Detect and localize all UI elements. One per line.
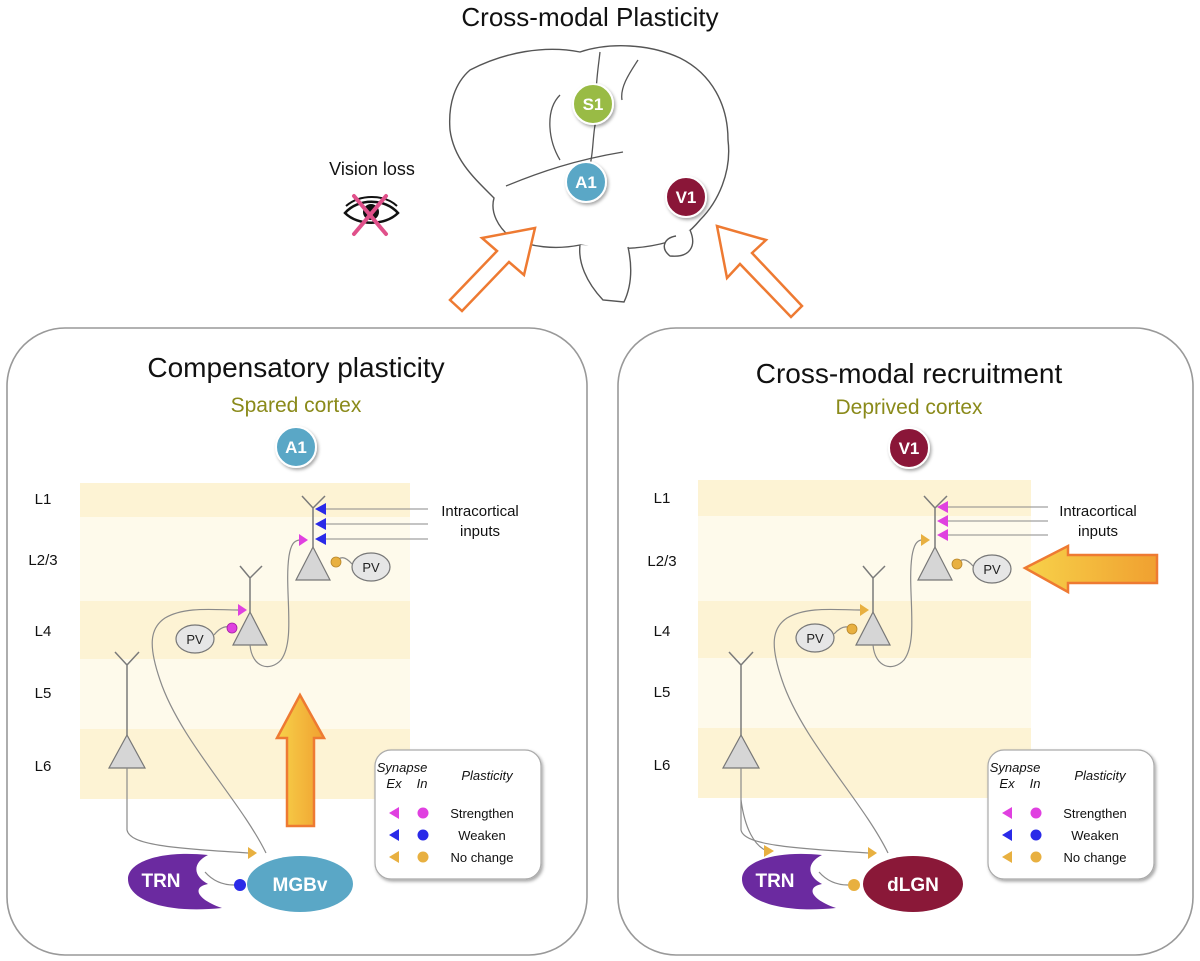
area-badge-v1: V1 (888, 427, 930, 469)
mgbv-nucleus: MGBv (247, 856, 353, 912)
svg-text:Ex: Ex (386, 776, 402, 791)
brain-outline (448, 45, 730, 303)
axon-thalamus-to-l4 (773, 608, 889, 854)
svg-text:Weaken: Weaken (458, 828, 505, 843)
panel-title: Cross-modal recruitment (756, 358, 1063, 389)
intracortical-inputs (315, 503, 428, 545)
area-badge-a1: A1 (275, 426, 317, 468)
svg-text:S1: S1 (583, 95, 604, 114)
svg-text:No change: No change (1064, 850, 1127, 865)
layer-label-l1: L1 (35, 491, 52, 508)
panel-subtitle: Deprived cortex (835, 396, 983, 419)
layer-label-l5: L5 (35, 685, 52, 702)
synapse-l6-to-thalamus (868, 847, 877, 859)
panel-title: Compensatory plasticity (147, 352, 444, 383)
arrow-right-to-brain (715, 224, 804, 319)
svg-text:Weaken: Weaken (1071, 828, 1118, 843)
legend-right: Synapse Ex In Plasticity Strengthen Weak… (987, 749, 1155, 880)
svg-text:TRN: TRN (755, 871, 794, 892)
svg-text:Synapse: Synapse (377, 760, 428, 775)
neuron-l23 (295, 495, 331, 581)
big-arrow-up (274, 692, 327, 828)
svg-text:Strengthen: Strengthen (1063, 806, 1127, 821)
arrow-left-to-brain (448, 226, 537, 313)
trn-nucleus: TRN (128, 853, 222, 910)
svg-text:dLGN: dLGN (887, 875, 939, 896)
panel-subtitle: Spared cortex (231, 394, 362, 417)
svg-text:PV: PV (983, 562, 1001, 577)
svg-text:Plasticity: Plasticity (461, 768, 514, 783)
layer-label-l6: L6 (654, 757, 671, 774)
intracortical-label-line1: Intracortical (1059, 503, 1137, 520)
svg-text:PV: PV (806, 631, 824, 646)
brain-badge-v1: V1 (665, 176, 707, 218)
trn-nucleus: TRN (742, 853, 836, 910)
synapse-l4-to-l23 (299, 534, 308, 546)
svg-text:In: In (1030, 776, 1041, 791)
intracortical-label-line2: inputs (1078, 523, 1118, 540)
pv-interneuron-l4: PV (795, 623, 858, 653)
axon-thalamus-to-l4 (151, 608, 267, 854)
layer-label-l1: L1 (654, 490, 671, 507)
cortical-layer-bands (80, 483, 410, 799)
legend-left: Synapse Ex In Plasticity Strengthen Weak… (374, 749, 542, 880)
neuron-l23 (917, 495, 953, 581)
layer-label-l5: L5 (654, 684, 671, 701)
axon-l6-to-trn (740, 799, 766, 851)
svg-text:PV: PV (186, 632, 204, 647)
axon-l4-to-l23 (249, 539, 300, 668)
intracortical-inputs (937, 501, 1048, 541)
svg-text:A1: A1 (285, 438, 307, 457)
layer-label-l23: L2/3 (647, 553, 676, 570)
neuron-l4 (855, 565, 891, 646)
brain-badge-a1: A1 (565, 161, 607, 203)
panel-cross-modal-recruitment: Cross-modal recruitment Deprived cortex … (617, 327, 1194, 956)
svg-text:Strengthen: Strengthen (450, 806, 514, 821)
synapse-trn-dlgn (848, 879, 860, 891)
intracortical-label-line2: inputs (460, 523, 500, 540)
svg-text:PV: PV (362, 560, 380, 575)
svg-text:MGBv: MGBv (273, 875, 328, 896)
svg-text:TRN: TRN (141, 871, 180, 892)
svg-text:Plasticity: Plasticity (1074, 768, 1127, 783)
synapse-l6-to-trn (764, 845, 774, 857)
svg-text:Ex: Ex (999, 776, 1015, 791)
crossed-eye-icon (343, 194, 400, 236)
diagram-title: Cross-modal Plasticity (461, 2, 718, 32)
axon-l6-to-thalamus (740, 768, 869, 854)
synapse-l4-to-l23 (921, 534, 930, 546)
svg-text:No change: No change (451, 850, 514, 865)
axon-l6-to-thalamus (126, 768, 249, 854)
layer-label-l23: L2/3 (28, 552, 57, 569)
panel-compensatory-plasticity: Compensatory plasticity Spared cortex A1… (6, 327, 588, 956)
synapse-thalamus-to-l4 (238, 604, 247, 616)
synapse-trn-mgbv (234, 879, 246, 891)
layer-label-l4: L4 (35, 623, 52, 640)
intracortical-label-line1: Intracortical (441, 503, 519, 520)
svg-text:V1: V1 (676, 188, 697, 207)
axon-trn-mgbv (204, 871, 235, 886)
vision-loss-label: Vision loss (329, 159, 415, 179)
pv-interneuron-l4: PV (175, 622, 238, 654)
svg-text:A1: A1 (575, 173, 597, 192)
layer-label-l4: L4 (654, 623, 671, 640)
cortical-layer-bands (698, 480, 1031, 798)
svg-text:In: In (417, 776, 428, 791)
svg-text:V1: V1 (899, 439, 920, 458)
layer-label-l6: L6 (35, 758, 52, 775)
pv-interneuron-l23: PV (951, 554, 1012, 584)
axon-l4-to-l23 (872, 539, 922, 668)
synapse-l6-to-thalamus (248, 847, 257, 859)
axon-trn-dlgn (818, 871, 849, 886)
svg-text:Synapse: Synapse (990, 760, 1041, 775)
synapse-thalamus-to-l4 (860, 604, 869, 616)
pv-interneuron-l23: PV (330, 552, 391, 582)
brain-badge-s1: S1 (572, 83, 614, 125)
big-arrow-left (1022, 543, 1159, 595)
dlgn-nucleus: dLGN (863, 856, 963, 912)
